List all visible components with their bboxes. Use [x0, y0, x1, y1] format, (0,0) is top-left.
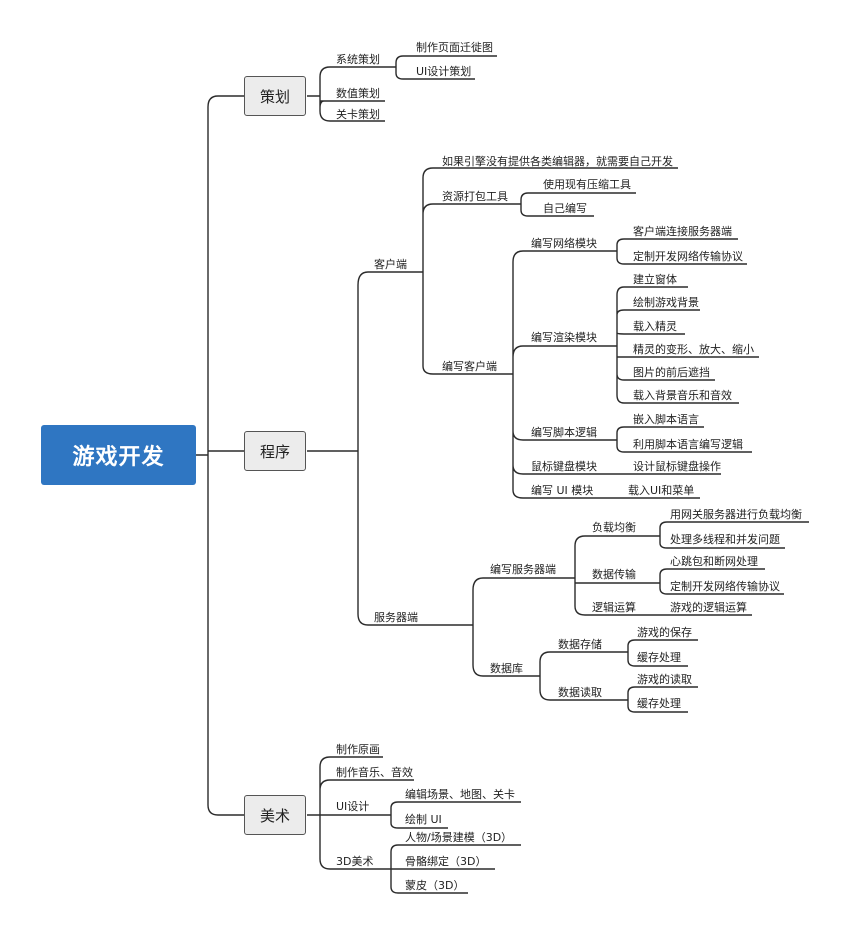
connector-program [307, 271, 473, 626]
node-edit-scene[interactable]: 编辑场景、地图、关卡 [405, 788, 515, 801]
node-image-occlusion[interactable]: 图片的前后遮挡 [633, 366, 710, 379]
node-cache-read[interactable]: 缓存处理 [637, 697, 681, 710]
node-load-audio[interactable]: 载入背景音乐和音效 [633, 389, 732, 402]
connector-server [472, 577, 575, 677]
node-connect-server[interactable]: 客户端连接服务器端 [633, 225, 732, 238]
connector-root-trunk [196, 95, 244, 816]
node-create-window[interactable]: 建立窗体 [633, 273, 677, 286]
node-game-logic[interactable]: 游戏的逻辑运算 [670, 601, 747, 614]
node-ui-planning[interactable]: UI设计策划 [416, 65, 472, 78]
node-level-planning[interactable]: 关卡策划 [336, 108, 380, 121]
node-page-flow[interactable]: 制作页面迁徙图 [416, 41, 493, 54]
node-numeric-planning[interactable]: 数值策划 [336, 87, 380, 100]
node-existing-compress[interactable]: 使用现有压缩工具 [543, 178, 631, 191]
node-load-balance[interactable]: 负载均衡 [592, 521, 636, 534]
node-gateway-balance[interactable]: 用网关服务器进行负载均衡 [670, 508, 802, 521]
node-write-own[interactable]: 自己编写 [543, 202, 587, 215]
node-engine-note[interactable]: 如果引擎没有提供各类编辑器，就需要自己开发 [442, 155, 673, 168]
node-system-planning[interactable]: 系统策划 [336, 53, 380, 66]
node-sprite-transform[interactable]: 精灵的变形、放大、缩小 [633, 343, 754, 356]
node-network-protocol[interactable]: 定制开发网络传输协议 [633, 250, 743, 263]
node-load-ui-menu[interactable]: 载入UI和菜单 [628, 484, 695, 497]
node-database[interactable]: 数据库 [490, 662, 523, 675]
node-packing-tool[interactable]: 资源打包工具 [442, 190, 508, 203]
node-rigging[interactable]: 骨骼绑定（3D） [405, 855, 487, 868]
node-cache-store[interactable]: 缓存处理 [637, 651, 681, 664]
node-draw-ui[interactable]: 绘制 UI [405, 813, 442, 826]
node-server[interactable]: 服务器端 [374, 611, 418, 624]
node-draw-background[interactable]: 绘制游戏背景 [633, 296, 699, 309]
node-design-input[interactable]: 设计鼠标键盘操作 [633, 460, 721, 473]
node-3d-art[interactable]: 3D美术 [336, 855, 374, 868]
root-node[interactable]: 游戏开发 [41, 425, 196, 485]
branch-planning[interactable]: 策划 [244, 76, 306, 116]
node-data-storage[interactable]: 数据存储 [558, 638, 602, 651]
node-game-read[interactable]: 游戏的读取 [637, 673, 692, 686]
node-skinning[interactable]: 蒙皮（3D） [405, 879, 465, 892]
node-client[interactable]: 客户端 [374, 258, 407, 271]
node-data-transfer[interactable]: 数据传输 [592, 568, 636, 581]
node-server-protocol[interactable]: 定制开发网络传输协议 [670, 580, 780, 593]
node-ui-design[interactable]: UI设计 [336, 800, 370, 813]
node-concept-art[interactable]: 制作原画 [336, 743, 380, 756]
node-heartbeat[interactable]: 心跳包和断网处理 [670, 555, 758, 568]
node-game-save[interactable]: 游戏的保存 [637, 626, 692, 639]
node-network-module[interactable]: 编写网络模块 [531, 237, 597, 250]
branch-art[interactable]: 美术 [244, 795, 306, 835]
node-3d-modeling[interactable]: 人物/场景建模（3D） [405, 831, 513, 844]
node-script-logic[interactable]: 编写脚本逻辑 [531, 426, 597, 439]
node-input-module[interactable]: 鼠标键盘模块 [531, 460, 597, 473]
node-multithread[interactable]: 处理多线程和并发问题 [670, 533, 780, 546]
node-write-server[interactable]: 编写服务器端 [490, 563, 556, 576]
node-render-module[interactable]: 编写渲染模块 [531, 331, 597, 344]
node-music-sfx[interactable]: 制作音乐、音效 [336, 766, 413, 779]
branch-program[interactable]: 程序 [244, 431, 306, 471]
node-load-sprite[interactable]: 载入精灵 [633, 320, 677, 333]
node-data-read[interactable]: 数据读取 [558, 686, 602, 699]
node-write-client[interactable]: 编写客户端 [442, 360, 497, 373]
connector-art-ui [383, 801, 521, 829]
node-embed-script[interactable]: 嵌入脚本语言 [633, 413, 699, 426]
node-ui-module[interactable]: 编写 UI 模块 [531, 484, 594, 497]
node-logic-calc[interactable]: 逻辑运算 [592, 601, 636, 614]
node-script-write-logic[interactable]: 利用脚本语言编写逻辑 [633, 438, 743, 451]
